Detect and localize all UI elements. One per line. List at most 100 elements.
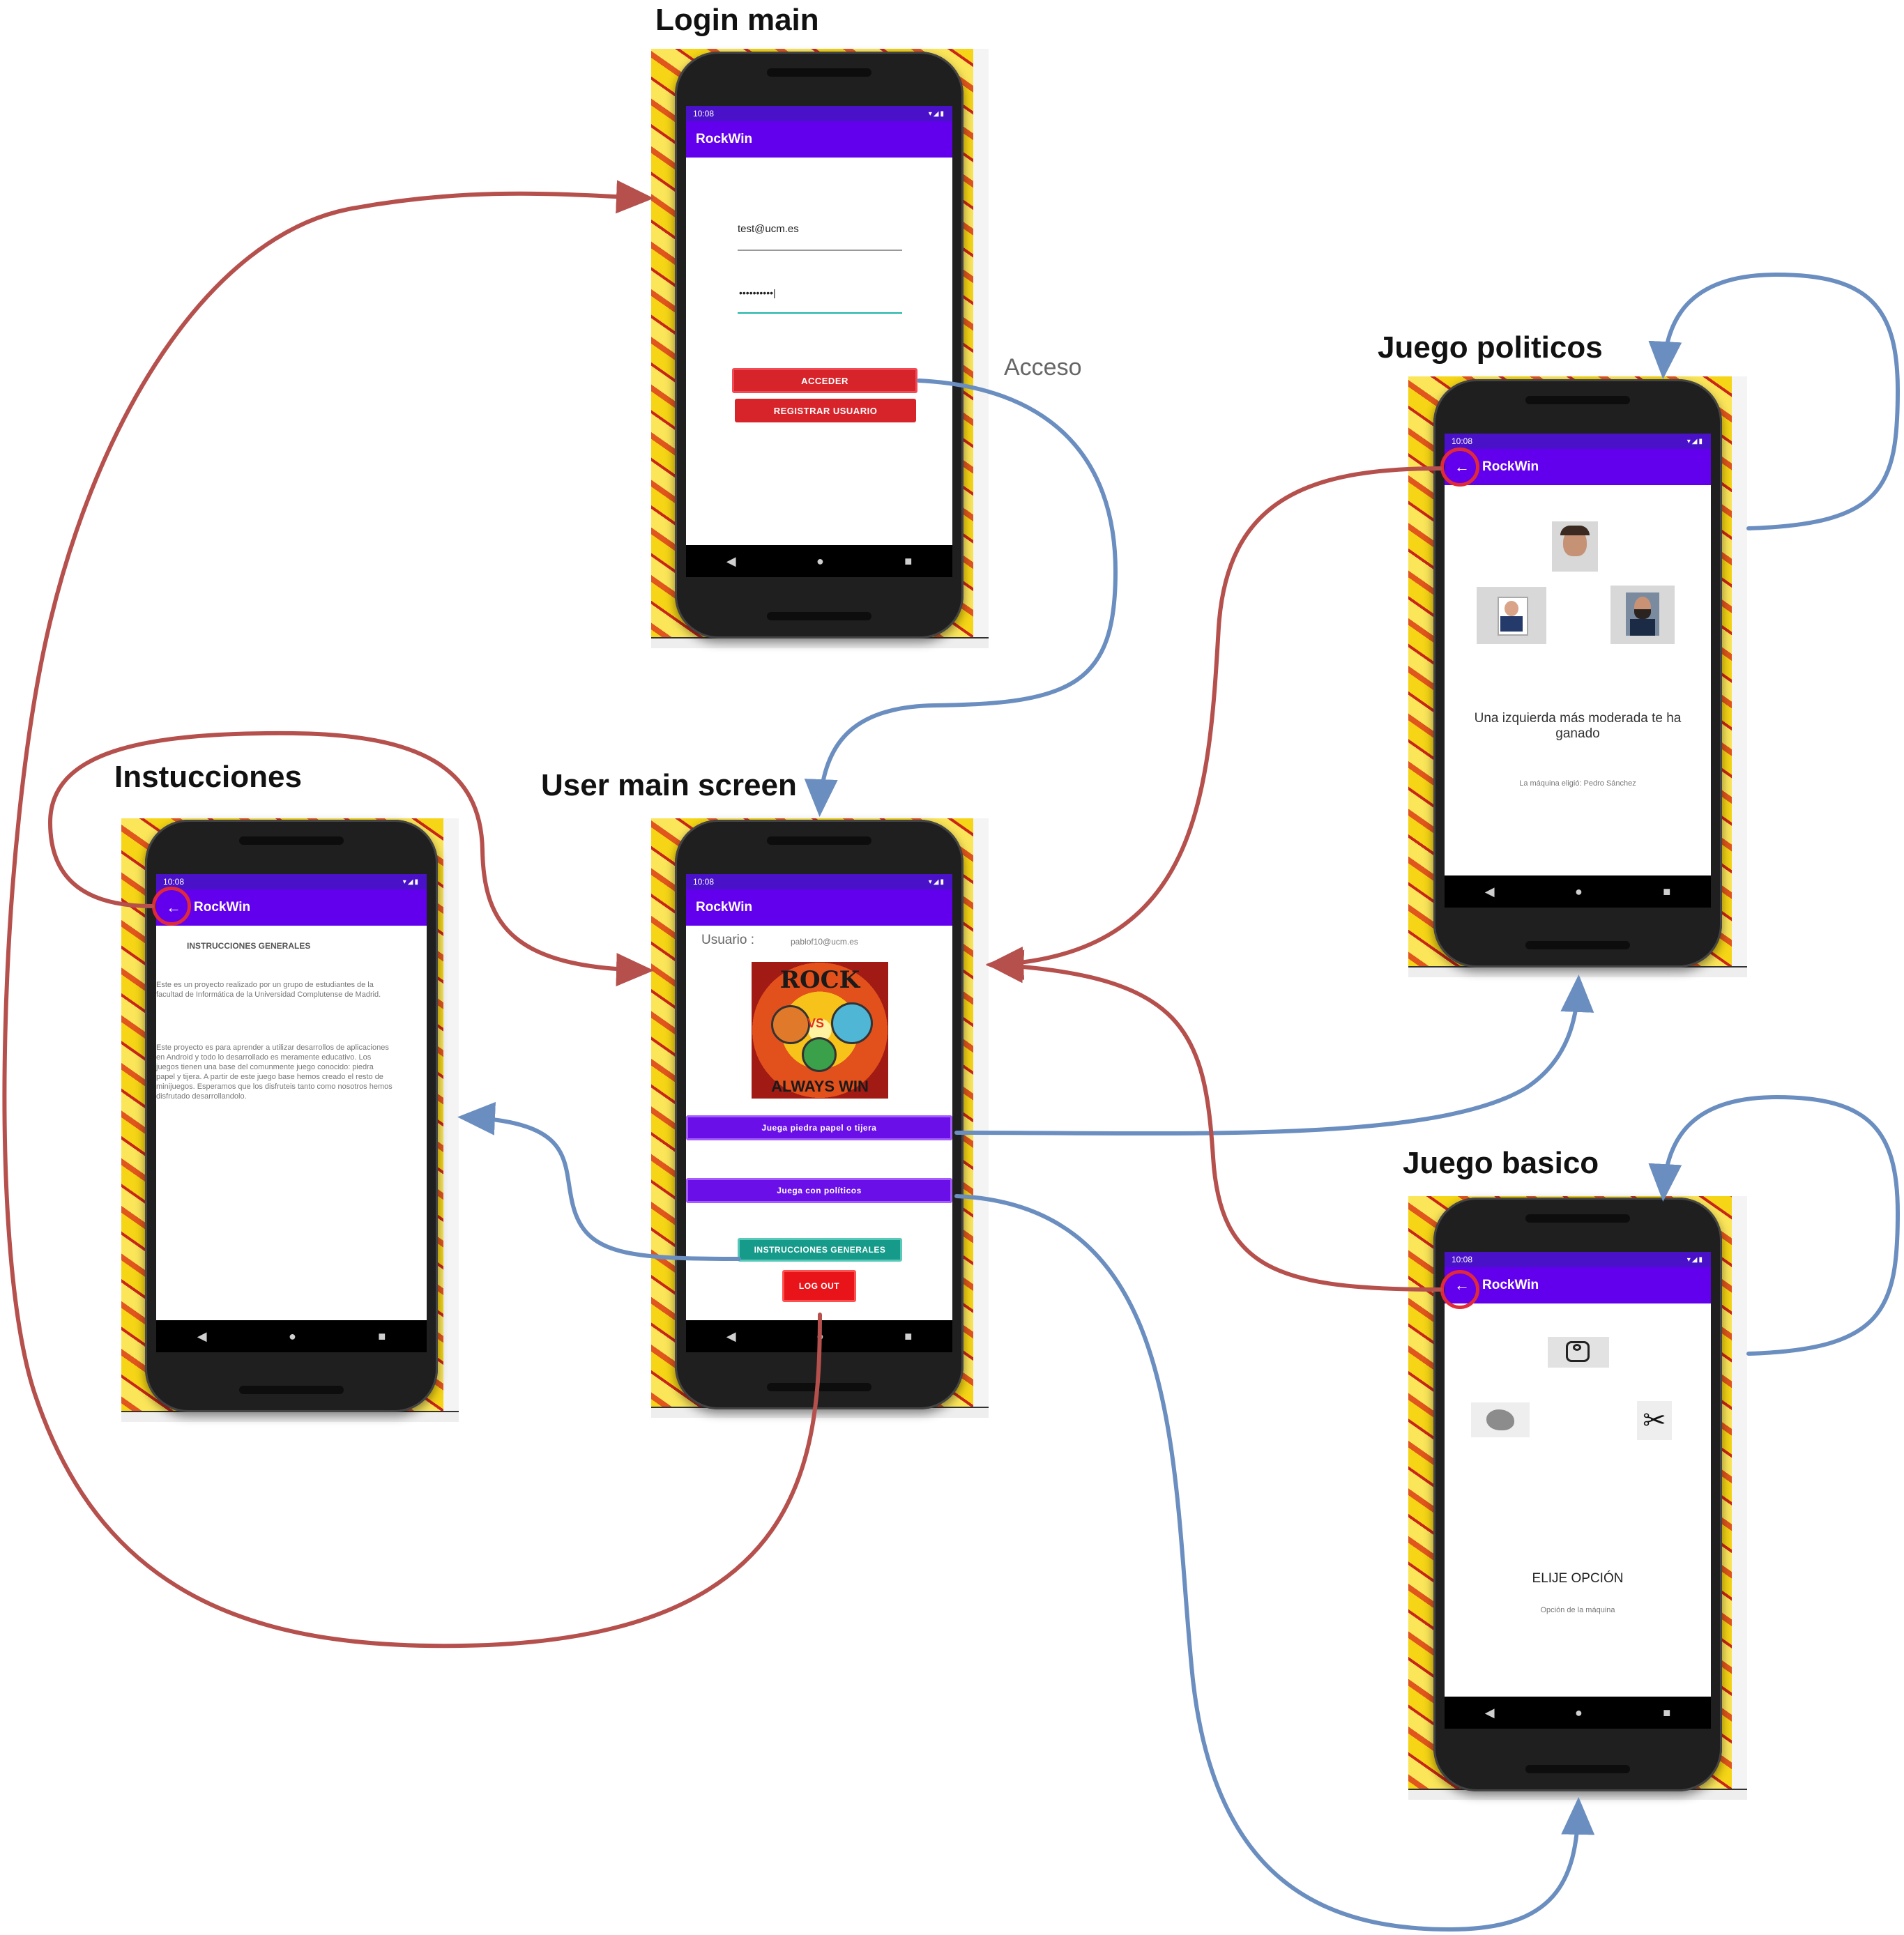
edge-label-acceso: Acceso	[1004, 354, 1082, 381]
nav-recent-icon[interactable]: ■	[904, 1329, 913, 1343]
app-title: RockWin	[1482, 1278, 1539, 1292]
app-bar: ← RockWin	[1445, 1267, 1711, 1303]
status-icons: ▾◢▮	[1686, 1255, 1704, 1264]
instrucciones-screen: 10:08 ▾◢▮ ← RockWin INSTRUCCIONES GENERA…	[156, 874, 427, 1352]
politician-suit	[1500, 616, 1523, 632]
usuario-label: Usuario :	[701, 933, 755, 947]
politician-face	[1505, 601, 1518, 616]
nav-recent-icon[interactable]: ■	[904, 553, 913, 568]
arrow-politicos-back-to-user-main	[986, 466, 1442, 980]
status-time: 10:08	[1452, 1255, 1473, 1264]
politicos-screen: 10:08 ▾◢▮ ← RockWin Una izquierda más mo…	[1445, 434, 1711, 908]
juega-piedra-papel-tijera-button[interactable]: Juega piedra papel o tijera	[686, 1115, 952, 1140]
login-screen: 10:08 ▾◢▮ RockWin test@ucm.es ••••••••••…	[686, 106, 952, 577]
politician-option-left[interactable]	[1477, 587, 1546, 644]
nav-back-icon[interactable]: ◀	[1484, 1705, 1495, 1720]
instrucciones-heading: INSTRUCCIONES GENERALES	[187, 941, 311, 951]
machine-option-text: Opción de la máquina	[1540, 1606, 1615, 1614]
app-title: RockWin	[194, 900, 251, 915]
status-time: 10:08	[693, 877, 715, 887]
arrow-basico-back-to-user-main	[986, 949, 1442, 1292]
logo-green-ball	[802, 1037, 837, 1072]
nav-bar: ◀ ● ■	[156, 1320, 427, 1352]
rock-always-win-logo: ROCK VS ALWAYS WIN	[752, 962, 888, 1099]
status-time: 10:08	[1452, 436, 1473, 446]
title-juego-basico: Juego basico	[1403, 1146, 1599, 1180]
logo-blue-ball	[831, 1002, 873, 1044]
logo-vs-text: VS	[807, 1016, 825, 1030]
log-out-button[interactable]: LOG OUT	[782, 1270, 856, 1302]
title-instrucciones: Instucciones	[114, 760, 302, 794]
nav-bar: ◀ ● ■	[1445, 875, 1711, 908]
status-icons: ▾◢▮	[402, 878, 420, 886]
nav-back-icon[interactable]: ◀	[726, 553, 736, 568]
status-time: 10:08	[693, 109, 715, 118]
password-field[interactable]: ••••••••••|	[739, 287, 776, 298]
app-bar: RockWin	[686, 889, 952, 926]
email-field[interactable]: test@ucm.es	[738, 223, 799, 235]
nav-bar: ◀ ● ■	[686, 545, 952, 577]
registrar-usuario-button[interactable]: REGISTRAR USUARIO	[735, 399, 916, 422]
app-bar: ← RockWin	[1445, 449, 1711, 485]
status-icons: ▾◢▮	[1686, 437, 1704, 445]
nav-back-icon[interactable]: ◀	[197, 1329, 207, 1343]
arrow-instrucciones-to-user-main	[480, 848, 654, 987]
instrucciones-paragraph-2: Este proyecto es para aprender a utiliza…	[156, 1043, 393, 1101]
highlight-circle-instrucciones-back	[152, 887, 191, 926]
app-bar: RockWin	[686, 121, 952, 158]
title-juego-politicos: Juego politicos	[1378, 330, 1603, 365]
toilet-paper-icon[interactable]	[1548, 1337, 1609, 1368]
instrucciones-generales-button[interactable]: INSTRUCCIONES GENERALES	[738, 1238, 902, 1262]
rock-icon[interactable]	[1471, 1402, 1530, 1437]
app-bar: ← RockWin	[156, 889, 427, 926]
app-title: RockWin	[696, 132, 753, 146]
status-icons: ▾◢▮	[928, 109, 945, 118]
phone-user-main: 10:08 ▾◢▮ RockWin Usuario : pablof10@ucm…	[675, 820, 964, 1409]
rock-shape	[1486, 1409, 1514, 1430]
nav-recent-icon[interactable]: ■	[1663, 1705, 1671, 1720]
politician-suit	[1630, 619, 1655, 636]
logo-always-win-text: ALWAYS WIN	[771, 1078, 869, 1095]
nav-home-icon[interactable]: ●	[1575, 1705, 1583, 1720]
basico-screen: 10:08 ▾◢▮ ← RockWin ✂ ELIJE OPCIÓN Opció…	[1445, 1252, 1711, 1729]
politician-option-top[interactable]	[1552, 521, 1598, 572]
status-bar: 10:08 ▾◢▮	[156, 874, 427, 889]
nav-back-icon[interactable]: ◀	[726, 1329, 736, 1343]
instrucciones-paragraph-1: Este es un proyecto realizado por un gru…	[156, 981, 381, 999]
juega-con-politicos-button[interactable]: Juega con políticos	[686, 1178, 952, 1203]
nav-home-icon[interactable]: ●	[816, 553, 824, 568]
toilet-paper-core	[1573, 1344, 1581, 1351]
app-title: RockWin	[1482, 459, 1539, 474]
status-bar: 10:08 ▾◢▮	[686, 106, 952, 121]
arrow-play-basic-to-politicos	[954, 974, 1594, 1136]
nav-home-icon[interactable]: ●	[289, 1329, 296, 1343]
nav-home-icon[interactable]: ●	[816, 1329, 824, 1343]
logo-rock-text: ROCK	[779, 966, 860, 994]
elije-opcion-text: ELIJE OPCIÓN	[1532, 1571, 1624, 1586]
politician-option-right[interactable]	[1610, 586, 1675, 644]
user-main-screen: 10:08 ▾◢▮ RockWin Usuario : pablof10@ucm…	[686, 874, 952, 1352]
nav-recent-icon[interactable]: ■	[378, 1329, 386, 1343]
status-bar: 10:08 ▾◢▮	[1445, 434, 1711, 449]
status-bar: 10:08 ▾◢▮	[1445, 1252, 1711, 1267]
status-bar: 10:08 ▾◢▮	[686, 874, 952, 889]
machine-choice-text: La máquina eligió: Pedro Sánchez	[1519, 779, 1636, 788]
nav-back-icon[interactable]: ◀	[1484, 884, 1495, 898]
highlight-circle-politicos-back	[1440, 448, 1479, 487]
nav-recent-icon[interactable]: ■	[1663, 884, 1671, 898]
email-underline	[738, 250, 902, 251]
politician-beard	[1634, 609, 1651, 619]
nav-home-icon[interactable]: ●	[1575, 884, 1583, 898]
status-icons: ▾◢▮	[928, 878, 945, 886]
logo-orange-ball	[771, 1005, 810, 1044]
phone-login: 10:08 ▾◢▮ RockWin test@ucm.es ••••••••••…	[675, 52, 964, 638]
nav-bar: ◀ ● ■	[686, 1320, 952, 1352]
status-time: 10:08	[163, 877, 185, 887]
title-user-main-screen: User main screen	[541, 768, 797, 802]
scissors-icon[interactable]: ✂	[1637, 1401, 1672, 1440]
acceder-button[interactable]: ACCEDER	[732, 368, 917, 393]
app-title: RockWin	[696, 900, 753, 915]
highlight-circle-basico-back	[1440, 1270, 1479, 1309]
password-underline	[738, 312, 902, 314]
result-text: Una izquierda más moderada te ha ganado	[1474, 711, 1682, 741]
